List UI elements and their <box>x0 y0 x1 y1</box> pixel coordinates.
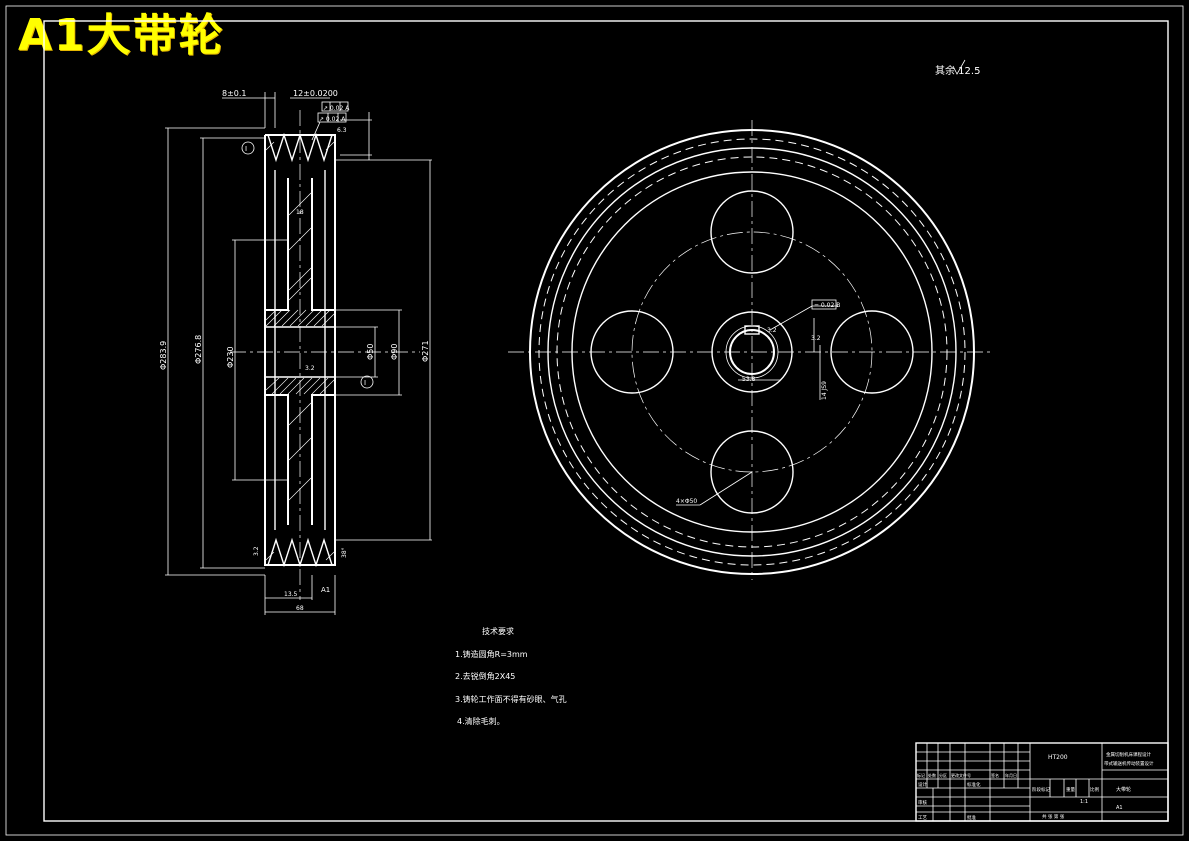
tolerance-frames <box>311 101 349 141</box>
dim-web-dia: Φ271 <box>421 340 430 362</box>
tb-weight-label: 重量 <box>1066 786 1075 793</box>
groove-bottom-circle <box>547 147 957 557</box>
rim-inner-circle <box>571 171 933 533</box>
hub-hatching <box>265 141 335 561</box>
dim-rim-inner: Φ230 <box>226 346 235 368</box>
bottom-grooves <box>267 537 333 568</box>
hub-circle <box>711 311 793 393</box>
outer-border <box>5 5 1184 836</box>
dim-hub-dia: Φ90 <box>390 344 399 360</box>
tb-std-label: 标准化 <box>967 781 981 788</box>
side-view: = 0.02 B 3.2 3.2 53.8 14 JS9 4×Φ50 <box>508 120 992 580</box>
tb-scale: 1:1 <box>1080 799 1088 805</box>
rim-inner-dashed <box>556 156 948 548</box>
web-hole-left <box>590 310 674 394</box>
tb-header-3: 更改文件号 <box>951 772 971 778</box>
roughness-label-a: 6.3 <box>337 127 347 134</box>
datum-label: Ⅰ <box>364 379 366 387</box>
side-leaders <box>676 305 838 506</box>
pitch-circle-dashed-outer <box>538 138 966 566</box>
roughness-symbol <box>952 59 966 75</box>
tb-material: HT200 <box>1048 754 1068 761</box>
top-grooves <box>267 132 333 163</box>
tech-req-title: 技术要求 <box>482 626 514 636</box>
dim-width-small: 13.5 <box>284 591 298 598</box>
dim-groove-pitch: 12±0.0200 <box>293 89 338 98</box>
dim-web-thk: 18 <box>296 209 304 216</box>
tb-scale-label: 比例 <box>1090 786 1099 793</box>
rim-outline <box>264 134 336 566</box>
web-left <box>264 178 289 525</box>
web-hole-top <box>710 190 794 274</box>
web-hole-right <box>830 310 914 394</box>
tb-header-4: 签名 <box>991 772 999 778</box>
tb-header-2: 分区 <box>939 772 947 778</box>
roughness-label-b: 3.2 <box>253 546 260 556</box>
detail-callout-circle <box>241 141 255 155</box>
web-right <box>311 178 336 525</box>
tb-school-line1: 金属切削机床课程设计 <box>1106 751 1151 758</box>
tol-frame-1: ↗ 0.02 A <box>323 105 350 112</box>
side-small-dim-2: 3.2 <box>811 335 821 342</box>
front-dimension-lines <box>165 92 432 615</box>
surface-finish-note: 其余 12.5 <box>935 64 980 77</box>
tb-row-review: 审核 <box>918 799 927 806</box>
side-small-dim: 3.2 <box>767 327 777 334</box>
hole-dia-label: 4×Φ50 <box>676 498 697 505</box>
tb-format: A1 <box>1116 805 1123 811</box>
outer-rim-circle <box>529 129 975 575</box>
tech-req-item-1: 1.铸造圆角R=3mm <box>455 649 528 659</box>
inner-frame <box>43 20 1169 822</box>
keyway <box>744 325 760 335</box>
tb-header-1: 处数 <box>928 772 936 778</box>
tb-row-process: 工艺 <box>918 815 927 821</box>
title-block: HT200 金属切削机床课程设计 带式输送机传动装置设计 大带轮 A1 1:1 … <box>915 742 1169 822</box>
tb-approve-label: 批准 <box>967 814 976 821</box>
dim-width-tol: 8±0.1 <box>222 89 247 98</box>
web-hole-bottom <box>710 430 794 514</box>
dim-pitch-dia: Φ276.8 <box>194 335 203 364</box>
dim-bore: Φ50 <box>366 344 375 360</box>
tol-frame-2: ↗ 0.02 A <box>319 116 346 123</box>
dim-outer-dia: Φ283.9 <box>159 341 168 370</box>
bore-circle <box>729 329 775 375</box>
keyway-tol: = 0.02 B <box>814 302 840 309</box>
dim-width-total: 68 <box>296 605 304 612</box>
tech-req-item-2: 2.去锐倒角2X45 <box>455 671 515 681</box>
tb-header-0: 标记 <box>917 772 925 778</box>
hole-pitch-circle <box>631 231 873 473</box>
keyway-width: 14 JS9 <box>821 381 828 400</box>
tb-stage-label: 阶段标记 <box>1032 786 1050 793</box>
datum-circle <box>360 375 374 389</box>
dim-chamfer: 3.2 <box>305 365 315 372</box>
front-section-view: 8±0.1 12±0.0200 ↗ 0.02 A ↗ 0.02 A 6.3 Ⅰ … <box>159 89 432 615</box>
tb-part-name: 大带轮 <box>1116 786 1131 793</box>
tb-sheet: 共 张 第 张 <box>1042 813 1065 820</box>
keyway-depth: 53.8 <box>742 376 756 383</box>
technical-requirements: 技术要求 1.铸造圆角R=3mm 2.去锐倒角2X45 3.铸轮工作面不得有砂眼… <box>455 626 567 726</box>
tech-req-item-3: 3.铸轮工作面不得有砂眼、气孔 <box>455 694 567 704</box>
tech-req-item-4: 4.清除毛刺。 <box>457 716 505 726</box>
groove-angle-label: 38° <box>341 547 348 558</box>
tb-row-design: 设计 <box>918 781 927 788</box>
angle-label-a1: A1 <box>321 586 330 594</box>
keyway-tol-frame <box>811 299 837 310</box>
tb-school-line2: 带式输送机传动装置设计 <box>1104 760 1154 767</box>
tb-header-5: 年月日 <box>1005 772 1017 778</box>
detail-label: Ⅰ <box>245 145 247 153</box>
